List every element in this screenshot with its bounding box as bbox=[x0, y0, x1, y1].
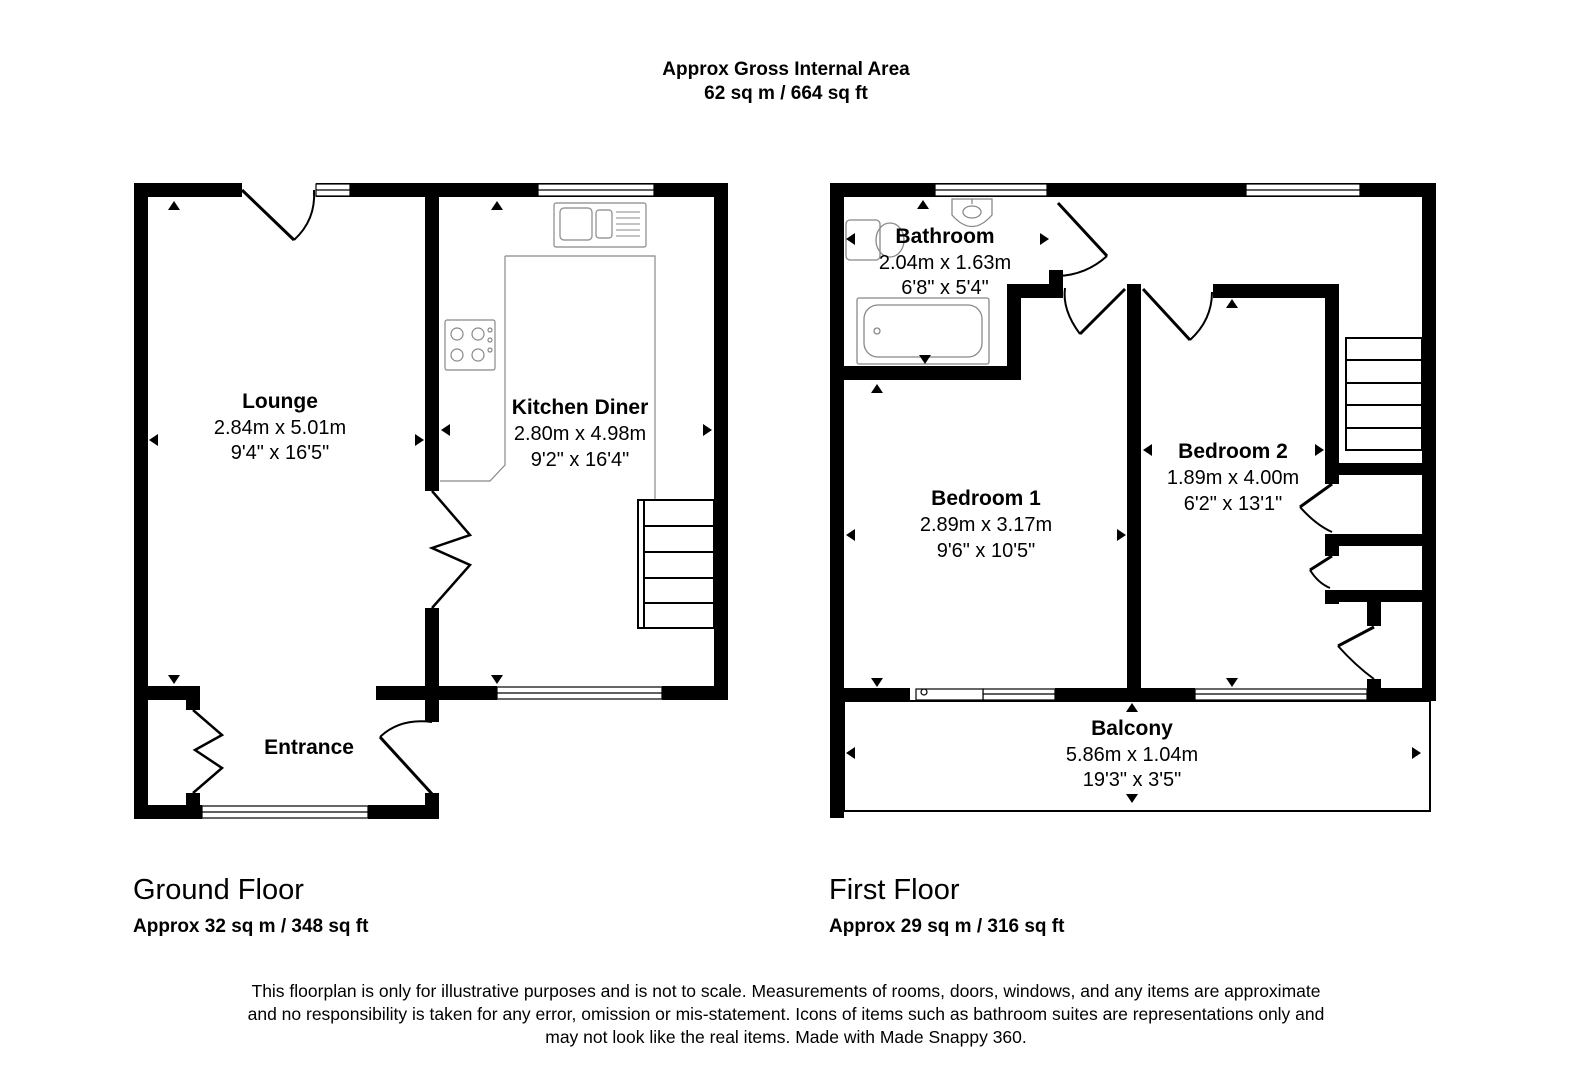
lounge-imperial: 9'4" x 16'5" bbox=[231, 442, 330, 464]
ground-floor-title: Ground Floor bbox=[133, 874, 304, 906]
ground-floor-area: Approx 32 sq m / 348 sq ft bbox=[133, 916, 369, 937]
kitchen-fixtures bbox=[440, 202, 656, 500]
ground-stairs bbox=[637, 499, 715, 629]
bathroom-imperial: 6'8" x 5'4" bbox=[901, 277, 988, 299]
entrance-name: Entrance bbox=[264, 736, 354, 759]
ground-walls bbox=[134, 183, 728, 819]
bedroom1-metric: 2.89m x 3.17m bbox=[920, 514, 1052, 536]
ground-doors bbox=[192, 188, 473, 797]
kitchen-metric: 2.80m x 4.98m bbox=[514, 423, 646, 445]
lounge-name: Lounge bbox=[242, 390, 318, 413]
first-floor-area: Approx 29 sq m / 316 sq ft bbox=[829, 916, 1065, 937]
gia-title: Approx Gross Internal Area bbox=[662, 59, 910, 80]
bedroom2-metric: 1.89m x 4.00m bbox=[1167, 467, 1299, 489]
ground-floor-plan bbox=[134, 183, 728, 819]
first-floor-plan bbox=[830, 183, 1436, 818]
first-stairs bbox=[1345, 337, 1423, 451]
lounge-metric: 2.84m x 5.01m bbox=[214, 417, 346, 439]
bedroom2-name: Bedroom 2 bbox=[1178, 440, 1288, 463]
first-windows bbox=[915, 183, 1368, 701]
first-arrows bbox=[846, 200, 1421, 803]
bathroom-name: Bathroom bbox=[895, 225, 994, 248]
room-labels: Lounge 2.84m x 5.01m 9'4" x 16'5" Kitche… bbox=[214, 225, 1299, 791]
disclaimer: This floorplan is only for illustrative … bbox=[190, 980, 1382, 1049]
bedroom2-imperial: 6'2" x 13'1" bbox=[1184, 493, 1283, 515]
gia-value: 62 sq m / 664 sq ft bbox=[704, 83, 868, 104]
first-doors bbox=[1056, 201, 1375, 680]
balcony-outline bbox=[830, 700, 1431, 818]
balcony-name: Balcony bbox=[1091, 717, 1173, 740]
kitchen-name: Kitchen Diner bbox=[512, 396, 649, 419]
balcony-metric: 5.86m x 1.04m bbox=[1066, 744, 1198, 766]
bedroom1-imperial: 9'6" x 10'5" bbox=[937, 540, 1036, 562]
disclaimer-line-3: may not look like the real items. Made w… bbox=[545, 1027, 1027, 1047]
balcony-imperial: 19'3" x 3'5" bbox=[1083, 769, 1182, 791]
kitchen-imperial: 9'2" x 16'4" bbox=[531, 449, 630, 471]
ground-arrows bbox=[149, 201, 712, 684]
disclaimer-line-1: This floorplan is only for illustrative … bbox=[251, 981, 1321, 1001]
bathroom-metric: 2.04m x 1.63m bbox=[879, 252, 1011, 274]
first-floor-title: First Floor bbox=[829, 874, 960, 906]
gross-internal-area: Approx Gross Internal Area 62 sq m / 664… bbox=[0, 58, 1572, 106]
ground-windows bbox=[201, 183, 663, 819]
bedroom1-name: Bedroom 1 bbox=[931, 487, 1041, 510]
disclaimer-line-2: and no responsibility is taken for any e… bbox=[247, 1004, 1325, 1024]
